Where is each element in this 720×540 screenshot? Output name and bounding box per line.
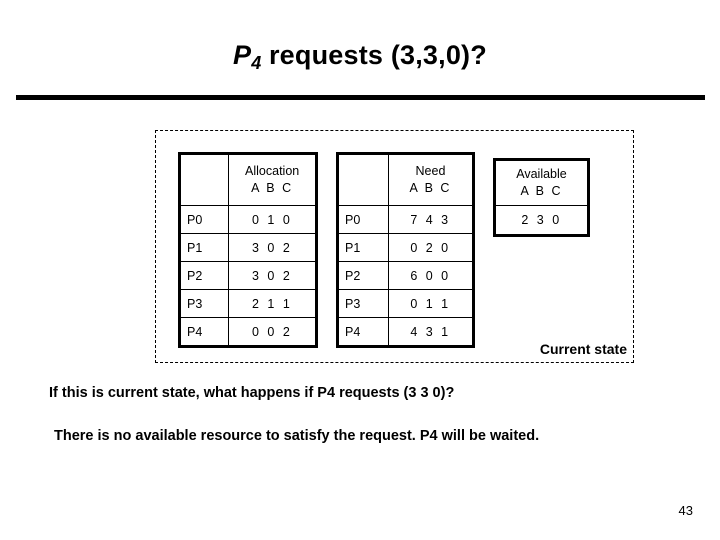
available-header-cell: Available A B C bbox=[494, 159, 589, 206]
title-remainder: requests (3,3,0)? bbox=[261, 40, 487, 70]
need-row-label: P2 bbox=[337, 261, 389, 290]
allocation-row-values: 3 0 2 bbox=[228, 261, 317, 290]
allocation-row-values: 0 1 0 bbox=[228, 205, 317, 234]
current-state-caption: Current state bbox=[539, 341, 627, 357]
available-table: Available A B C 2 3 0 bbox=[493, 158, 590, 237]
table-row: P0 0 1 0 bbox=[178, 205, 317, 234]
answer-text: There is no available resource to satisf… bbox=[54, 428, 540, 444]
need-title-label: Need bbox=[415, 164, 446, 179]
need-resource-labels: A B C bbox=[409, 181, 452, 195]
table-header-row: Allocation A B C bbox=[178, 153, 317, 206]
table-header-row: Available A B C bbox=[494, 159, 589, 206]
need-table: Need A B C P0 7 4 3 P1 0 2 0 P2 6 0 0 P3… bbox=[336, 152, 475, 348]
table-row: P1 0 2 0 bbox=[337, 233, 475, 262]
allocation-row-label: P4 bbox=[178, 317, 230, 347]
allocation-resource-labels: A B C bbox=[251, 181, 294, 195]
available-resource-labels: A B C bbox=[520, 184, 563, 198]
need-row-values: 0 1 1 bbox=[387, 289, 475, 318]
table-header-row: Need A B C bbox=[337, 153, 475, 206]
allocation-row-label: P0 bbox=[178, 205, 230, 234]
title-process-subscript: 4 bbox=[251, 53, 262, 73]
need-row-values: 7 4 3 bbox=[387, 205, 475, 234]
table-row: P4 0 0 2 bbox=[178, 317, 317, 347]
available-values: 2 3 0 bbox=[494, 205, 589, 236]
allocation-row-label: P1 bbox=[178, 233, 230, 262]
need-corner-cell bbox=[337, 153, 389, 206]
need-row-values: 4 3 1 bbox=[387, 317, 475, 347]
table-row: P2 6 0 0 bbox=[337, 261, 475, 290]
table-row: 2 3 0 bbox=[494, 205, 589, 236]
allocation-row-label: P3 bbox=[178, 289, 230, 318]
table-row: P0 7 4 3 bbox=[337, 205, 475, 234]
need-row-values: 0 2 0 bbox=[387, 233, 475, 262]
need-header-cell: Need A B C bbox=[387, 153, 475, 206]
need-row-label: P0 bbox=[337, 205, 389, 234]
table-row: P2 3 0 2 bbox=[178, 261, 317, 290]
allocation-table: Allocation A B C P0 0 1 0 P1 3 0 2 P2 3 … bbox=[178, 152, 318, 348]
current-state-group: Allocation A B C P0 0 1 0 P1 3 0 2 P2 3 … bbox=[155, 130, 634, 363]
allocation-corner-cell bbox=[178, 153, 230, 206]
table-row: P3 2 1 1 bbox=[178, 289, 317, 318]
title-process-letter: P bbox=[233, 40, 252, 70]
table-row: P4 4 3 1 bbox=[337, 317, 475, 347]
title-divider-rule bbox=[16, 95, 705, 100]
allocation-title-label: Allocation bbox=[245, 164, 300, 179]
table-row: P3 0 1 1 bbox=[337, 289, 475, 318]
allocation-row-label: P2 bbox=[178, 261, 230, 290]
need-row-values: 6 0 0 bbox=[387, 261, 475, 290]
need-row-label: P3 bbox=[337, 289, 389, 318]
allocation-row-values: 2 1 1 bbox=[228, 289, 317, 318]
question-text: If this is current state, what happens i… bbox=[49, 385, 455, 401]
table-row: P1 3 0 2 bbox=[178, 233, 317, 262]
page-number: 43 bbox=[678, 503, 693, 518]
allocation-row-values: 3 0 2 bbox=[228, 233, 317, 262]
need-row-label: P4 bbox=[337, 317, 389, 347]
allocation-header-cell: Allocation A B C bbox=[228, 153, 317, 206]
allocation-row-values: 0 0 2 bbox=[228, 317, 317, 347]
available-title-label: Available bbox=[516, 167, 567, 182]
page-title: P4 requests (3,3,0)? bbox=[0, 40, 720, 74]
need-row-label: P1 bbox=[337, 233, 389, 262]
